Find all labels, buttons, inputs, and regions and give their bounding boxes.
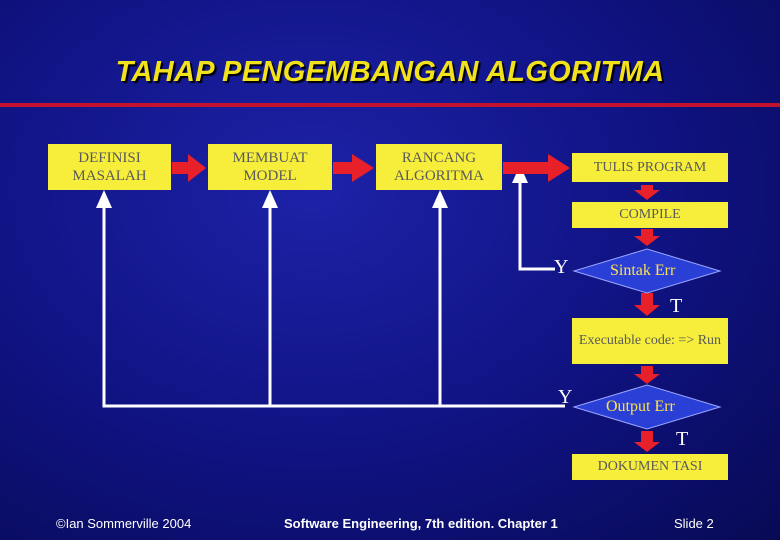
step-compile: COMPILE xyxy=(572,202,728,228)
footer-slide-number: Slide 2 xyxy=(674,516,714,531)
decision-sintak-err: Sintak Err xyxy=(610,262,676,279)
step-membuat-model-label: MEMBUAT MODEL xyxy=(232,150,308,184)
step-definisi-masalah: DEFINISI MASALAH xyxy=(48,144,171,190)
footer-book-title: Software Engineering, 7th edition. Chapt… xyxy=(284,516,558,531)
decision-sintak-err-shape xyxy=(572,248,722,294)
step-compile-label: COMPILE xyxy=(619,207,681,222)
step-definisi-label: DEFINISI MASALAH xyxy=(72,150,147,184)
decision-output-err-shape xyxy=(572,384,722,430)
title-divider xyxy=(0,103,780,107)
step-tulis-program: TULIS PROGRAM xyxy=(572,153,728,182)
branch-yes-output: Y xyxy=(558,386,573,408)
step-executable-label: Executable code: => Run xyxy=(578,333,722,348)
loop-output-err xyxy=(102,205,565,408)
step-membuat-model: MEMBUAT MODEL xyxy=(208,144,332,190)
decision-output-err: Output Err xyxy=(606,398,675,415)
step-tulis-label: TULIS PROGRAM xyxy=(593,159,707,175)
branch-no-output: T xyxy=(676,428,689,450)
footer-copyright: ©Ian Sommerville 2004 xyxy=(56,516,192,531)
step-dokumentasi-label: DOKUMEN TASI xyxy=(597,459,703,474)
arrow-definisi-model xyxy=(172,154,206,182)
step-dokumentasi: DOKUMEN TASI xyxy=(572,454,728,480)
page-title: TAHAP PENGEMBANGAN ALGORITMA xyxy=(115,56,665,88)
branch-no-sintak: T xyxy=(670,295,683,317)
loop-sintak-err xyxy=(518,180,555,271)
arrow-rancang-tulis xyxy=(503,154,570,182)
step-executable-run: Executable code: => Run xyxy=(572,318,728,364)
arrow-model-rancang xyxy=(333,154,374,182)
step-rancang-algoritma: RANCANG ALGORITMA xyxy=(376,144,502,190)
branch-yes-sintak: Y xyxy=(554,256,569,278)
step-rancang-label: RANCANG ALGORITMA xyxy=(394,150,484,184)
